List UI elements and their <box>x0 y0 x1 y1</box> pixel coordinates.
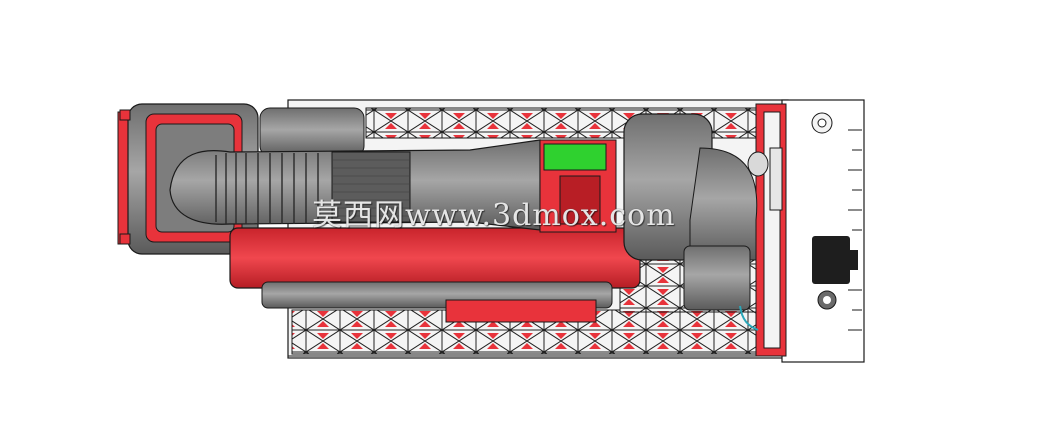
lower-tank <box>229 227 641 323</box>
upper-block <box>259 107 365 157</box>
side-bracket <box>755 99 865 363</box>
watermark-text: 莫西网www.3dmox.com <box>312 198 676 233</box>
duct-elbow <box>623 113 783 311</box>
filter-module <box>539 139 617 233</box>
intake-hose <box>169 139 541 231</box>
accent-pipe <box>739 305 759 331</box>
